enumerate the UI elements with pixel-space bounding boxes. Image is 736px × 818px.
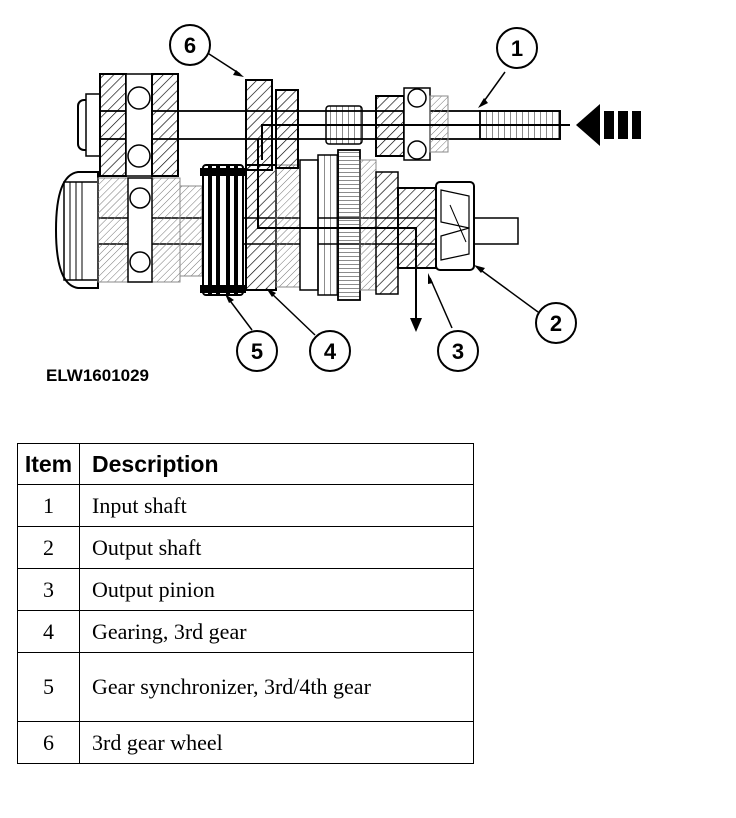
item-number: 3 (17, 568, 80, 611)
callout-6: 6 (169, 24, 211, 66)
item-description: Input shaft (79, 484, 474, 527)
callout-label: 1 (511, 36, 523, 61)
callout-1: 1 (496, 27, 538, 69)
callout-2: 2 (535, 302, 577, 344)
callout-leaders (205, 51, 539, 336)
figure-id: ELW1601029 (46, 366, 150, 385)
table-row: 2 Output shaft (17, 526, 474, 569)
callout-label: 2 (550, 311, 562, 336)
item-number: 1 (17, 484, 80, 527)
legend-table: Item Description 1 Input shaft 2 Output … (17, 443, 474, 764)
item-description: 3rd gear wheel (79, 721, 474, 764)
item-description: Gearing, 3rd gear (79, 610, 474, 653)
item-description: Output shaft (79, 526, 474, 569)
input-shaft-assembly (77, 73, 570, 177)
legend-header-row: Item Description (17, 443, 474, 485)
output-shaft-assembly (54, 128, 519, 332)
callout-label: 6 (184, 33, 196, 58)
item-number: 6 (17, 721, 80, 764)
callout-5: 5 (236, 330, 278, 372)
callout-label: 4 (324, 339, 337, 364)
item-column-header: Item (17, 443, 80, 485)
item-description: Output pinion (79, 568, 474, 611)
callout-label: 3 (452, 339, 464, 364)
item-description: Gear synchronizer, 3rd/4th gear (79, 652, 474, 722)
input-direction-arrow (576, 104, 641, 146)
output-shaft-flange (435, 181, 475, 271)
gearbox-diagram: 1 2 3 4 5 6 (54, 24, 641, 372)
callout-3: 3 (437, 330, 479, 372)
item-number: 4 (17, 610, 80, 653)
callout-label: 5 (251, 339, 263, 364)
synchronizer-3rd-4th (200, 164, 246, 296)
table-row: 3 Output pinion (17, 568, 474, 611)
table-row: 5 Gear synchronizer, 3rd/4th gear (17, 652, 474, 722)
description-column-header: Description (79, 443, 474, 485)
table-row: 6 3rd gear wheel (17, 721, 474, 764)
table-row: 1 Input shaft (17, 484, 474, 527)
callout-4: 4 (309, 330, 351, 372)
table-row: 4 Gearing, 3rd gear (17, 610, 474, 653)
item-number: 5 (17, 652, 80, 722)
item-number: 2 (17, 526, 80, 569)
